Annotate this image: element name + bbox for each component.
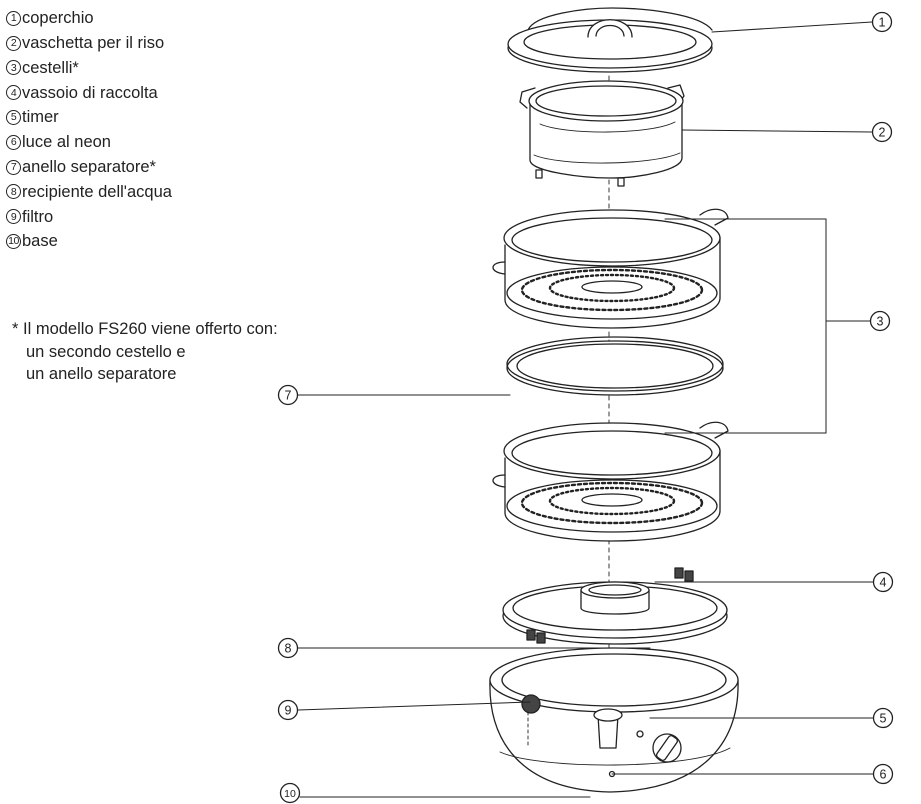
model-note: * Il modello FS260 viene offerto con: un…	[12, 318, 278, 386]
callout-6: 6	[872, 763, 894, 785]
legend-number-2: 2	[6, 35, 21, 51]
leader-9	[297, 701, 531, 711]
legend-label-9: filtro	[22, 207, 54, 226]
leader-2	[681, 129, 873, 133]
part-rice-bowl	[519, 80, 685, 187]
legend-number-4: 4	[6, 85, 21, 101]
part-water-tank-base	[489, 647, 739, 793]
legend-label-4: vassoio di raccolta	[22, 83, 158, 102]
legend-number-5: 5	[6, 110, 21, 126]
legend-label-7: anello separatore*	[22, 157, 156, 176]
callout-7: 7	[277, 384, 299, 406]
callout-lines	[297, 21, 874, 798]
svg-text:5: 5	[880, 712, 887, 726]
svg-text:6: 6	[880, 768, 887, 782]
svg-text:8: 8	[285, 642, 292, 656]
svg-text:9: 9	[285, 704, 292, 718]
legend-label-6: luce al neon	[22, 133, 111, 152]
filter-icon	[521, 694, 541, 714]
legend-number-6: 6	[6, 134, 21, 150]
part-separator-ring	[506, 336, 724, 396]
callout-4: 4	[872, 571, 894, 593]
part-drip-tray	[502, 567, 728, 645]
callout-5: 5	[872, 707, 894, 729]
note-line-3: un anello separatore	[26, 365, 177, 383]
callout-10: 10	[279, 782, 301, 804]
svg-text:3: 3	[877, 315, 884, 329]
legend-label-8: recipiente dell'acqua	[22, 182, 172, 201]
part-basket-lower	[492, 421, 729, 542]
legend-number-8: 8	[6, 184, 21, 200]
svg-text:1: 1	[879, 16, 886, 30]
part-basket-upper	[492, 208, 729, 329]
legend-number-7: 7	[6, 159, 21, 175]
leader-1	[711, 21, 873, 33]
callout-8: 8	[277, 637, 299, 659]
part-lid	[507, 7, 713, 73]
svg-text:10: 10	[284, 788, 296, 800]
note-line-2: un secondo cestello e	[26, 342, 186, 361]
callout-3: 3	[869, 310, 891, 332]
legend-number-10: 10	[6, 234, 21, 250]
legend-label-1: coperchio	[22, 9, 94, 28]
legend-number-3: 3	[6, 60, 21, 76]
legend-number-9: 9	[6, 209, 21, 225]
svg-text:7: 7	[285, 389, 292, 403]
legend-number-1: 1	[6, 10, 21, 26]
callout-1: 1	[871, 11, 893, 33]
svg-text:2: 2	[879, 126, 886, 140]
svg-text:4: 4	[880, 576, 887, 590]
note-line-1: * Il modello FS260 viene offerto con:	[12, 320, 278, 338]
callout-2: 2	[871, 121, 893, 143]
legend-label-3: cestelli*	[22, 58, 79, 77]
legend-label-2: vaschetta per il riso	[22, 33, 165, 52]
callout-badges: 1 2 3 4 5 6 7 8 9 10	[277, 11, 894, 804]
legend-label-10: base	[22, 232, 58, 251]
legend-label-5: timer	[22, 108, 59, 127]
callout-9: 9	[277, 699, 299, 721]
